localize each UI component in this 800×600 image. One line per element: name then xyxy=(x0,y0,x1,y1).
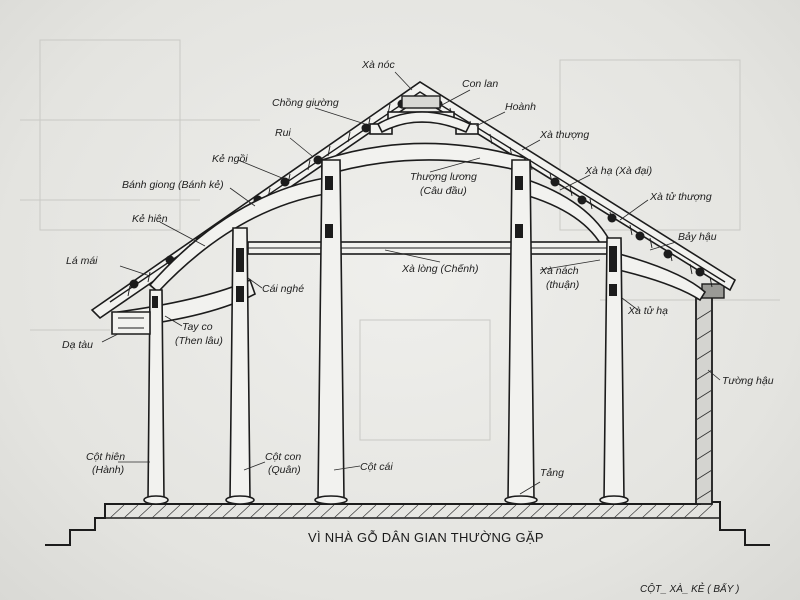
label-thuan: (thuận) xyxy=(546,279,579,291)
label-xa-long: Xà lòng (Chếnh) xyxy=(401,263,478,275)
label-ke-hien: Kẻ hiên xyxy=(132,213,168,225)
minor-column-back xyxy=(603,237,625,501)
label-xa-ha: Xà hạ (Xà đại) xyxy=(584,165,652,177)
label-da-tau: Dạ tàu xyxy=(62,339,93,351)
label-xa-tu-thuong: Xà tử thượng xyxy=(649,191,712,203)
label-con-lan: Con lan xyxy=(462,78,498,90)
ridge-truss xyxy=(369,95,479,135)
eave-bracket xyxy=(111,311,151,335)
label-then-lau: (Then lâu) xyxy=(175,335,223,347)
label-xa-tu-ha: Xà tử hạ xyxy=(627,305,668,317)
label-tay-co: Tay co xyxy=(182,321,213,333)
label-cot-cai: Cột cái xyxy=(360,461,393,473)
footer-note: CỘT_ XÀ_ KẺ ( BẨY ) xyxy=(640,582,739,595)
columns xyxy=(143,159,629,505)
labels: Xà nóc Con lan Hoành Chồng giường Rui Xà… xyxy=(62,59,774,479)
label-quan: (Quân) xyxy=(268,464,301,476)
label-bay-hau: Bảy hậu xyxy=(678,231,717,243)
label-hanh: (Hành) xyxy=(92,464,124,476)
diagram-caption: VÌ NHÀ GỖ DÂN GIAN THƯỜNG GẶP xyxy=(308,530,544,545)
label-rui: Rui xyxy=(275,127,291,139)
main-column-front xyxy=(317,159,345,501)
label-cau-dau: (Câu đầu) xyxy=(420,185,467,197)
label-cot-con: Cột con xyxy=(265,451,301,463)
label-xa-thuong: Xà thượng xyxy=(539,129,589,141)
foundation xyxy=(45,501,770,546)
label-cot-hien: Cột hiên xyxy=(86,451,125,463)
leader-lines xyxy=(101,71,721,495)
label-ke-ngoi: Kẻ ngồi xyxy=(212,153,248,165)
label-tang: Tảng xyxy=(540,467,564,479)
tie-beams xyxy=(247,241,619,255)
label-la-mai: Lá mái xyxy=(66,255,98,267)
label-thuong-luong: Thượng lương xyxy=(410,171,477,183)
label-xa-nach: Xà nách xyxy=(539,265,579,277)
label-hoanh: Hoành xyxy=(505,101,536,113)
main-column-back xyxy=(507,159,535,501)
label-banh-giong: Bánh giong (Bánh kẻ) xyxy=(122,179,224,191)
back-wall xyxy=(695,283,725,505)
label-cai-nghe: Cái nghé xyxy=(262,283,304,295)
label-tuong-hau: Tường hậu xyxy=(722,375,774,387)
label-xa-noc: Xà nóc xyxy=(361,59,395,71)
label-chong-giuong: Chồng giường xyxy=(272,97,339,109)
